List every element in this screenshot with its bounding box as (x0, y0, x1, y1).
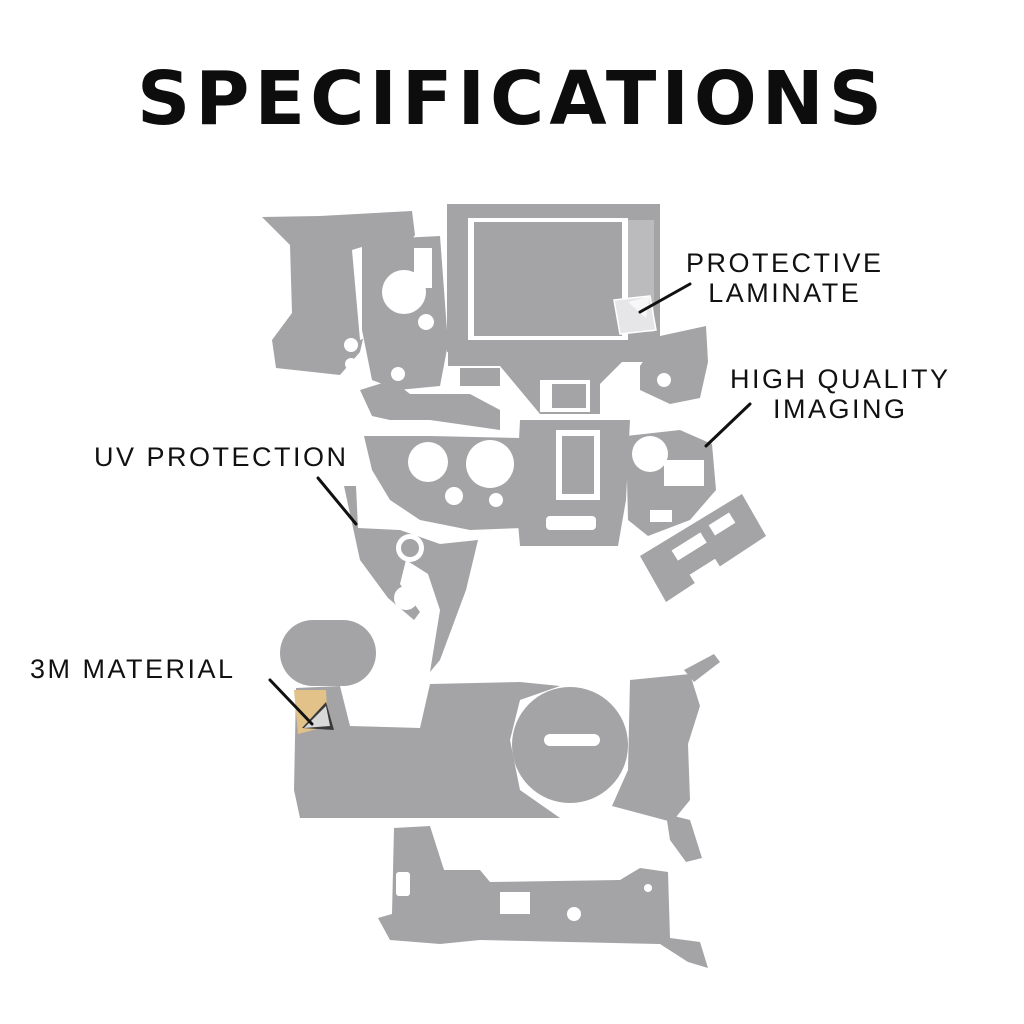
callout-uv-protection: UV PROTECTION (94, 442, 349, 472)
laminate-peel-corner (613, 295, 657, 335)
skin-piece-left-shoulder (360, 368, 500, 430)
callout-material-line1: 3M MATERIAL (30, 654, 236, 684)
skin-piece-dial-cluster (364, 436, 522, 530)
callout-protective-laminate-line1: PROTECTIVE (686, 248, 884, 278)
skin-piece-center-strip (448, 352, 660, 414)
skin-piece-bottom-plate (378, 826, 708, 968)
page-title: SPECIFICATIONS (137, 56, 887, 142)
skin-piece-front-grip (344, 486, 478, 672)
callout-material: 3M MATERIAL (30, 654, 236, 684)
skin-piece-viewfinder (516, 420, 630, 546)
leader-uv-protection (316, 476, 358, 526)
skin-piece-top-dial-panel (362, 236, 448, 390)
skin-piece-right-dial (626, 430, 716, 536)
callout-protective-laminate: PROTECTIVE LAMINATE (686, 248, 884, 308)
callout-high-quality-imaging-line1: HIGH QUALITY (730, 364, 951, 394)
skin-piece-oval-cap (280, 620, 376, 686)
callout-high-quality-imaging-line2: IMAGING (773, 394, 908, 425)
callout-uv-protection-line1: UV PROTECTION (94, 442, 349, 472)
skin-piece-lcd-frame (447, 204, 660, 352)
skin-piece-front-body (294, 654, 720, 862)
skin-piece-right-hinge (640, 326, 708, 404)
skin-piece-button-strip (640, 494, 766, 602)
leader-material (268, 678, 314, 726)
callout-protective-laminate-line2: LAMINATE (708, 278, 862, 309)
callout-high-quality-imaging: HIGH QUALITY IMAGING (730, 364, 951, 424)
leader-high-quality-imaging (704, 402, 752, 448)
callout-leader-lines (268, 282, 752, 726)
leader-protective-laminate (638, 282, 692, 314)
